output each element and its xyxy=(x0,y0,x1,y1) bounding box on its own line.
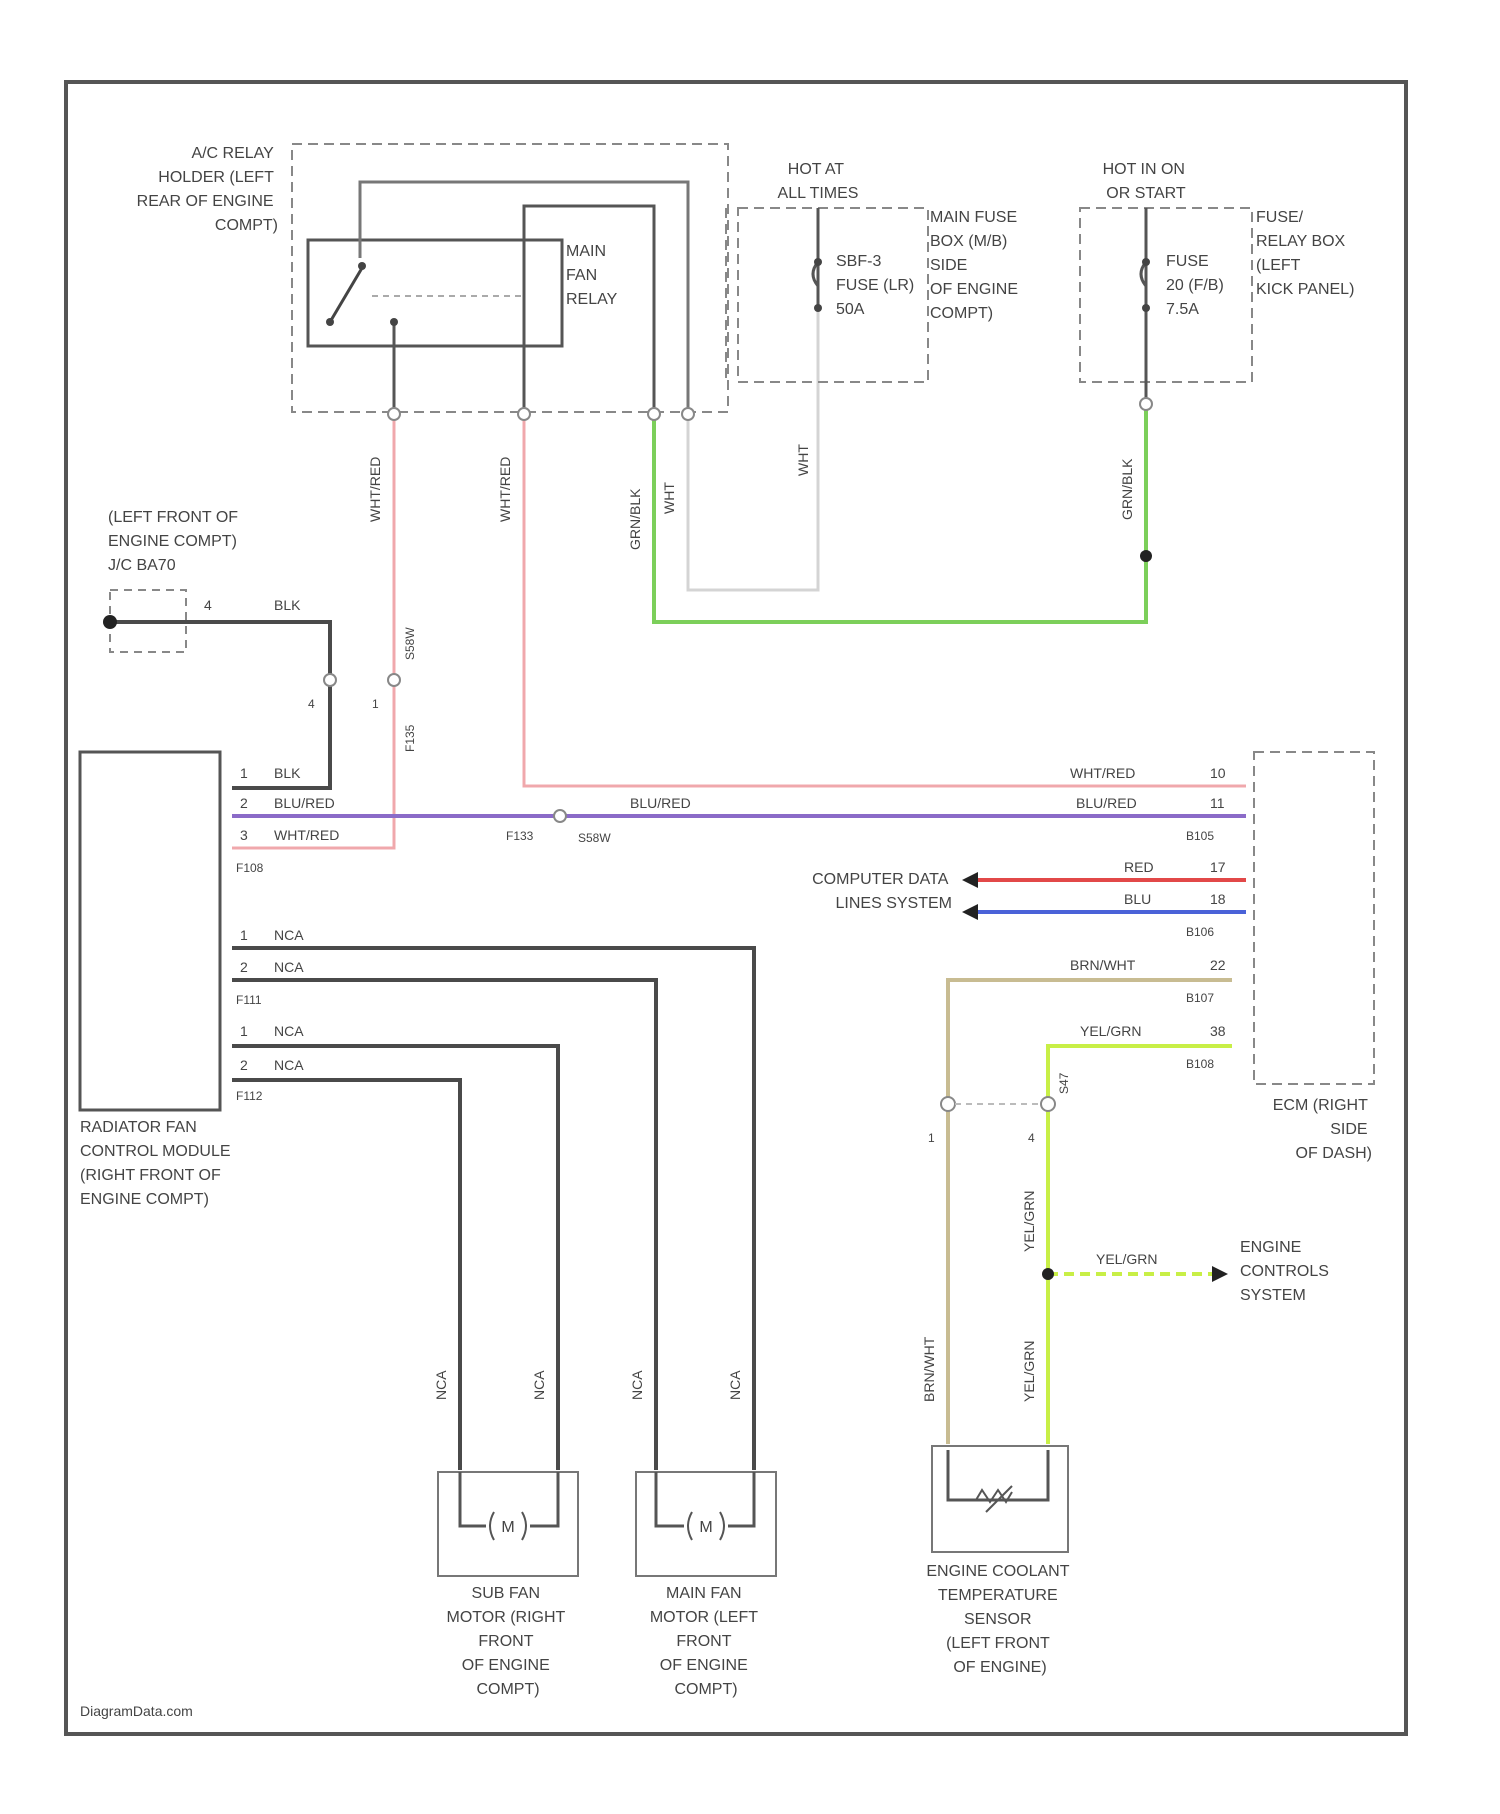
label-brn-wht-vert: BRN/WHT xyxy=(921,1336,937,1402)
watermark: DiagramData.com xyxy=(80,1703,193,1719)
sub-fan-motor-symbol: M xyxy=(501,1519,514,1536)
label-nca-main2: NCA xyxy=(727,1370,743,1400)
module-pin-1b: 1 xyxy=(240,927,248,943)
ecm-pin-11: 11 xyxy=(1210,795,1225,811)
label-wht-sbf: WHT xyxy=(795,444,811,476)
label-grn-blk-relay: GRN/BLK xyxy=(627,488,643,550)
ecm-pin-22: 22 xyxy=(1210,957,1226,973)
label-blu-red-mid: BLU/RED xyxy=(630,795,691,811)
splice-label-sw1: S58W xyxy=(403,627,417,660)
label-nca-sub2: NCA xyxy=(531,1370,547,1400)
relay-contact-dot xyxy=(358,262,366,270)
ecm-pin-10: 10 xyxy=(1210,765,1226,781)
connector-b107: B107 xyxy=(1186,991,1214,1005)
label-wht-red-relay4: WHT/RED xyxy=(497,457,513,522)
splice-yel-grn-branch xyxy=(1042,1268,1054,1280)
main-fan-motor-symbol: M xyxy=(699,1519,712,1536)
splice-label-sw2: S58W xyxy=(578,831,611,845)
label-wht-relay: WHT xyxy=(661,482,677,514)
connector-b106: B106 xyxy=(1186,925,1214,939)
splice-brn-wht xyxy=(941,1097,955,1111)
label-nca-1: NCA xyxy=(274,927,304,943)
connector-f108: F108 xyxy=(236,861,264,875)
relay-pin-3-terminal xyxy=(682,408,694,420)
ecm-pin-38: 38 xyxy=(1210,1023,1226,1039)
pin-brn-splice: 1 xyxy=(928,1131,935,1145)
label-blk-module: BLK xyxy=(274,765,301,781)
module-pin-3: 3 xyxy=(240,827,248,843)
connector-f133: F133 xyxy=(506,829,534,843)
radiator-fan-module-box xyxy=(80,752,220,1110)
module-pin-2: 2 xyxy=(240,795,248,811)
label-blu-ecm: BLU xyxy=(1124,891,1151,907)
label-blk-top: BLK xyxy=(274,597,301,613)
splice-blu-red xyxy=(554,810,566,822)
ecm-pin-17: 17 xyxy=(1210,859,1226,875)
splice-wht-red xyxy=(388,674,400,686)
pin-ac-switch: 4 xyxy=(204,597,212,613)
sbf3-fuse-dot-bottom xyxy=(814,304,822,312)
connector-f135: F135 xyxy=(403,724,417,752)
connector-f111: F111 xyxy=(236,993,262,1007)
splice-blk xyxy=(324,674,336,686)
label-yel-grn-vert1: YEL/GRN xyxy=(1021,1191,1037,1252)
pin-blk-splice: 4 xyxy=(308,697,315,711)
label-nca-4: NCA xyxy=(274,1057,304,1073)
module-pin-2c: 2 xyxy=(240,1057,248,1073)
label-yel-grn-branch: YEL/GRN xyxy=(1096,1251,1157,1267)
relay-pin-2-terminal xyxy=(648,408,660,420)
ecm-pin-18: 18 xyxy=(1210,891,1226,907)
connector-f112: F112 xyxy=(236,1089,263,1103)
module-pin-1: 1 xyxy=(240,765,248,781)
label-blu-red-ecm: BLU/RED xyxy=(1076,795,1137,811)
pin-wht-red-splice: 1 xyxy=(372,697,379,711)
pin-yel-splice: 4 xyxy=(1028,1131,1035,1145)
label-yel-grn-vert2: YEL/GRN xyxy=(1021,1341,1037,1402)
label-red-ecm: RED xyxy=(1124,859,1154,875)
label-nca-2: NCA xyxy=(274,959,304,975)
label-blu-red-module: BLU/RED xyxy=(274,795,335,811)
label-grn-blk-fuse20: GRN/BLK xyxy=(1119,458,1135,520)
label-brn-wht-ecm: BRN/WHT xyxy=(1070,957,1136,973)
fuse20-terminal xyxy=(1140,398,1152,410)
label-wht-red-relay1: WHT/RED xyxy=(367,457,383,522)
connector-b105: B105 xyxy=(1186,829,1214,843)
label-wht-red-module: WHT/RED xyxy=(274,827,339,843)
fuse20-dot-top xyxy=(1142,258,1150,266)
label-nca-sub1: NCA xyxy=(433,1370,449,1400)
relay-pivot-dot xyxy=(326,318,334,326)
splice-yel-grn xyxy=(1041,1097,1055,1111)
splice-label-sw3: S47 xyxy=(1057,1072,1071,1094)
connector-b108: B108 xyxy=(1186,1057,1214,1071)
relay-pin-4-terminal xyxy=(518,408,530,420)
label-yel-grn-ecm: YEL/GRN xyxy=(1080,1023,1141,1039)
label-nca-main1: NCA xyxy=(629,1370,645,1400)
splice-grn-blk xyxy=(1140,550,1152,562)
label-wht-red-ecm: WHT/RED xyxy=(1070,765,1135,781)
relay-pin-1-terminal xyxy=(388,408,400,420)
label-nca-3: NCA xyxy=(274,1023,304,1039)
module-pin-2b: 2 xyxy=(240,959,248,975)
relay-pin1-dot xyxy=(390,318,398,326)
ac-switch-dot xyxy=(103,615,117,629)
sbf3-fuse-dot-top xyxy=(814,258,822,266)
module-pin-1c: 1 xyxy=(240,1023,248,1039)
fuse20-dot-bottom xyxy=(1142,304,1150,312)
